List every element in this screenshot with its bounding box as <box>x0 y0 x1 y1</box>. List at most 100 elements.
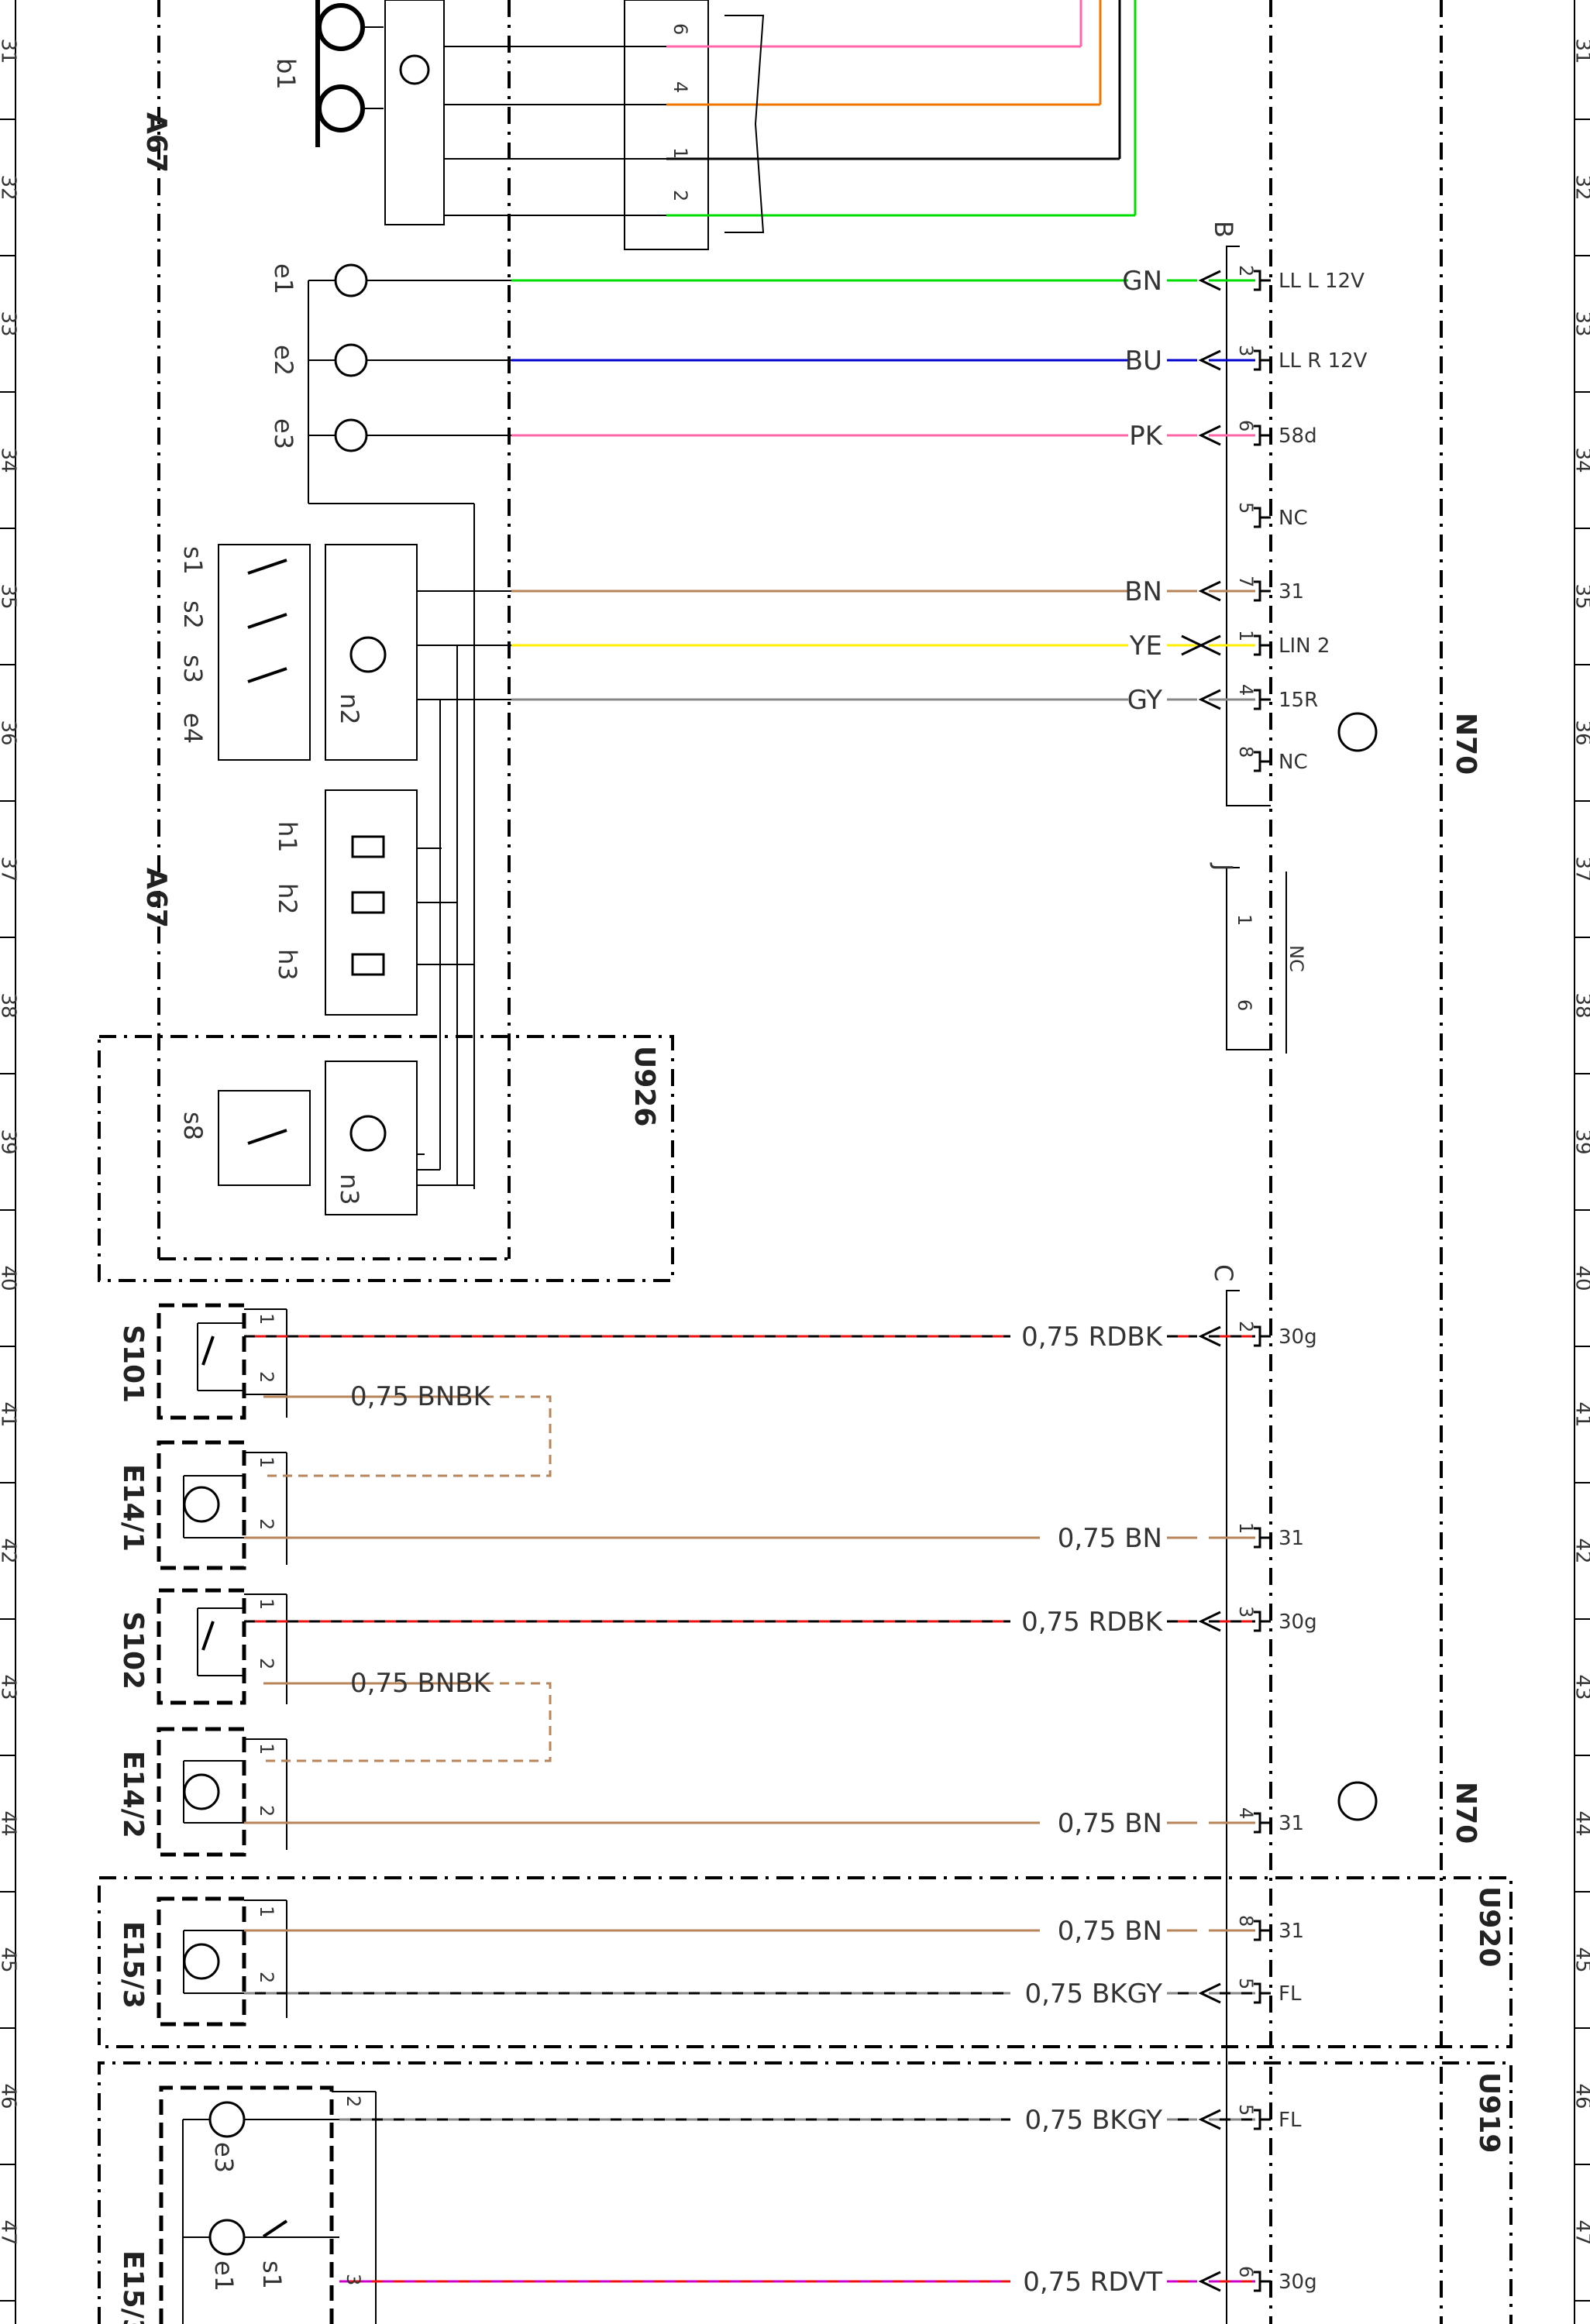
ruler-label: 47 <box>0 2219 20 2245</box>
a67-lamps <box>308 280 511 1189</box>
connector-label-c: C <box>1209 1264 1238 1281</box>
lamp-icon <box>334 263 368 297</box>
wire-label: PK <box>1129 421 1164 452</box>
arrow-icon <box>1198 349 1221 371</box>
label-u920: U920 <box>1473 1886 1505 1967</box>
lamp-icon <box>334 418 368 452</box>
wire-label: 0,75 BN <box>1058 1523 1162 1554</box>
ruler-label: 45 <box>1571 1947 1590 1972</box>
switch-icon <box>247 613 287 629</box>
ruler-label: 41 <box>1571 1401 1590 1427</box>
wire-label: 0,75 RDVT <box>1023 2267 1162 2298</box>
pin-icon <box>1254 689 1271 710</box>
ruler-label: 42 <box>0 1538 20 1563</box>
lamp-icon <box>183 1773 220 1810</box>
pin-number: 3 <box>1235 1606 1257 1618</box>
arrow-icon <box>1198 1325 1221 1347</box>
pin-number: 5 <box>1235 2104 1257 2116</box>
pin-number: 2 <box>1235 265 1257 277</box>
label-e15-3: E15/3 <box>117 1921 149 2009</box>
label-n3: n3 <box>335 1174 364 1205</box>
label-a67-top: A67 <box>140 112 172 173</box>
ruler-label: 42 <box>1571 1538 1590 1563</box>
ruler-label: 34 <box>1571 447 1590 473</box>
pin-icon <box>1254 1527 1271 1549</box>
arrow-icon <box>1198 1611 1221 1632</box>
local-pin: 2 <box>256 1805 277 1817</box>
local-pin: 1 <box>256 1598 277 1610</box>
pin-number: 3 <box>1235 345 1257 356</box>
pin-number: 1 <box>1235 1522 1257 1534</box>
label-e14-2: E14/2 <box>117 1751 149 1838</box>
ruler-label: 46 <box>1571 2083 1590 2109</box>
arrow-icon <box>1198 2271 1221 2292</box>
wire-label: YE <box>1129 631 1162 662</box>
local-pin: 2 <box>256 1972 277 1983</box>
switch-icon <box>262 2219 288 2238</box>
pin-number: 7 <box>1235 576 1257 587</box>
ruler-label: 37 <box>1571 856 1590 882</box>
pin-icon <box>1254 634 1271 656</box>
ruler-label: 34 <box>0 447 20 473</box>
pin-number: 1 <box>1235 630 1257 641</box>
bridge-label: 0,75 BNBK <box>350 1668 492 1699</box>
transistor-icons <box>349 54 1378 1821</box>
terminal-label: 15R <box>1279 689 1318 712</box>
nc-bracket: 1 6 NC <box>1234 871 1307 1054</box>
top-pin-2: 2 <box>669 190 691 201</box>
wire-label: BN <box>1124 576 1162 607</box>
wire-label: 0,75 BKGY <box>1024 1978 1162 2009</box>
lamp-icon <box>208 2219 246 2256</box>
arrow-icon <box>1198 270 1221 291</box>
label-e1: e1 <box>269 263 298 294</box>
local-pin: 2 <box>256 1518 277 1530</box>
u920-boundary <box>98 1876 1513 2048</box>
ruler-right <box>1574 0 1590 2324</box>
e14-2-box <box>157 1727 246 1857</box>
u919-boundary <box>98 2061 1513 2324</box>
ruler-label: 46 <box>0 2083 20 2109</box>
ruler-label: 35 <box>0 583 20 609</box>
pin-number: 6 <box>1235 420 1257 431</box>
transistor-icon <box>1337 1781 1378 1821</box>
a67-switch-block <box>218 544 511 1215</box>
ruler-label: 36 <box>0 720 20 745</box>
label-h2: h2 <box>273 883 302 915</box>
wire-label: GN <box>1122 266 1162 297</box>
pin-icon <box>1254 2271 1271 2292</box>
connector-label-b: B <box>1209 221 1238 238</box>
pin-number: 4 <box>1235 684 1257 696</box>
label-h3: h3 <box>273 949 302 981</box>
connector-j-bar <box>1226 867 1271 1050</box>
terminal-label: 30g <box>1279 1611 1317 1634</box>
terminal-label: LL R 12V <box>1279 349 1368 373</box>
pin-icon <box>1254 751 1271 772</box>
connector-label-j: J <box>1209 862 1238 871</box>
transistor-icon <box>349 1115 387 1152</box>
arrow-icon <box>1198 580 1221 602</box>
wire-label: 0,75 BKGY <box>1024 2105 1162 2136</box>
label-b1: b1 <box>271 58 301 90</box>
pin-icon <box>1254 1325 1271 1347</box>
label-e15-x: E15/3 <box>117 2250 149 2324</box>
local-wiring <box>182 1308 377 2324</box>
ruler-label: 45 <box>0 1947 20 1972</box>
terminal-label: 31 <box>1279 1920 1304 1943</box>
resistor-icon <box>351 891 385 914</box>
label-e3: e3 <box>269 418 298 449</box>
arrow-icon <box>1198 425 1221 446</box>
transistor-icon <box>1337 712 1378 752</box>
e15-3-box <box>157 1896 246 2027</box>
pin-number: 8 <box>1235 746 1257 758</box>
local-pin: 1 <box>256 1313 277 1325</box>
local-pin: 2 <box>342 2095 364 2107</box>
ruler-label: 36 <box>1571 720 1590 745</box>
pin-icon <box>1254 270 1271 291</box>
switch-icons <box>201 559 288 2238</box>
ruler-label: 33 <box>1571 311 1590 336</box>
